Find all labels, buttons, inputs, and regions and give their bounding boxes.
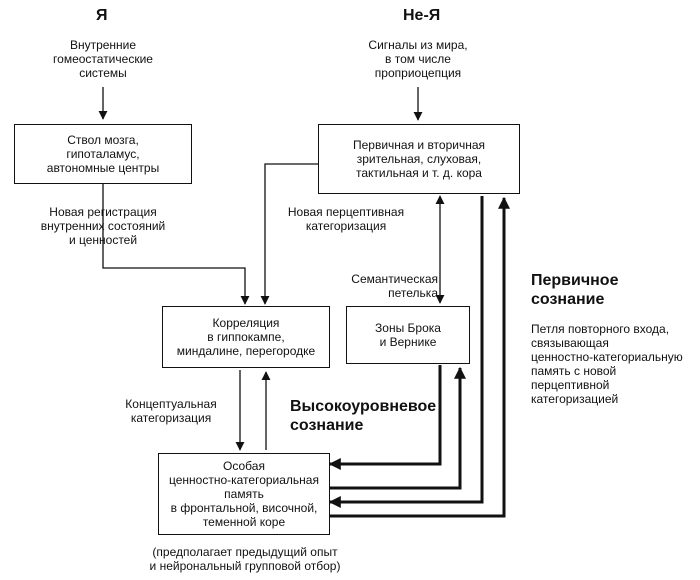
new-perceptual-label: Новая перцептивная категоризация: [287, 205, 405, 233]
conceptual-label: Концептуальная категоризация: [125, 397, 217, 425]
new-registration-label: Новая регистрация внутренних состояний и…: [40, 205, 166, 247]
arrow-brainstem-to-correlation: [102, 184, 250, 305]
memory-box: Особая ценностно-категориальная память в…: [158, 453, 330, 535]
primary-consciousness-label: Первичное сознание: [531, 272, 619, 308]
homeostatic-label: Внутренние гомеостатические системы: [53, 38, 153, 80]
arrow-memory-to-cortex: [330, 196, 510, 518]
cortex-text: Первичная и вторичная зрительная, слухов…: [352, 138, 486, 180]
correlation-text: Корреляция в гиппокампе, миндалине, пере…: [176, 316, 316, 358]
cortex-box: Первичная и вторичная зрительная, слухов…: [318, 124, 520, 194]
footnote-label: (предполагает предыдущий опыт и нейронал…: [149, 545, 341, 573]
brainstem-text: Ствол мозга, гипоталамус, автономные цен…: [46, 133, 160, 175]
self-heading: Я: [96, 7, 108, 24]
nonself-heading: Не-Я: [403, 7, 441, 24]
broca-wernicke-text: Зоны Брока и Вернике: [375, 321, 441, 349]
semantic-loop-label: Семантическая петелька: [351, 272, 438, 300]
arrow-broca-to-memory: [328, 365, 442, 470]
brainstem-box: Ствол мозга, гипоталамус, автономные цен…: [14, 124, 192, 184]
broca-wernicke-box: Зоны Брока и Вернике: [346, 306, 470, 364]
memory-text: Особая ценностно-категориальная память в…: [169, 459, 319, 529]
arrow-cortex-to-memory: [328, 196, 484, 508]
higher-consciousness-label: Высокоуровневое сознание: [290, 398, 437, 434]
signals-label: Сигналы из мира, в том числе проприоцепц…: [368, 38, 468, 80]
arrow-cortex-to-correlation: [260, 163, 318, 305]
reentry-loop-label: Петля повторного входа, связывающая ценн…: [531, 322, 683, 406]
correlation-box: Корреляция в гиппокампе, миндалине, пере…: [162, 306, 330, 368]
arrow-memory-to-broca: [330, 366, 466, 490]
